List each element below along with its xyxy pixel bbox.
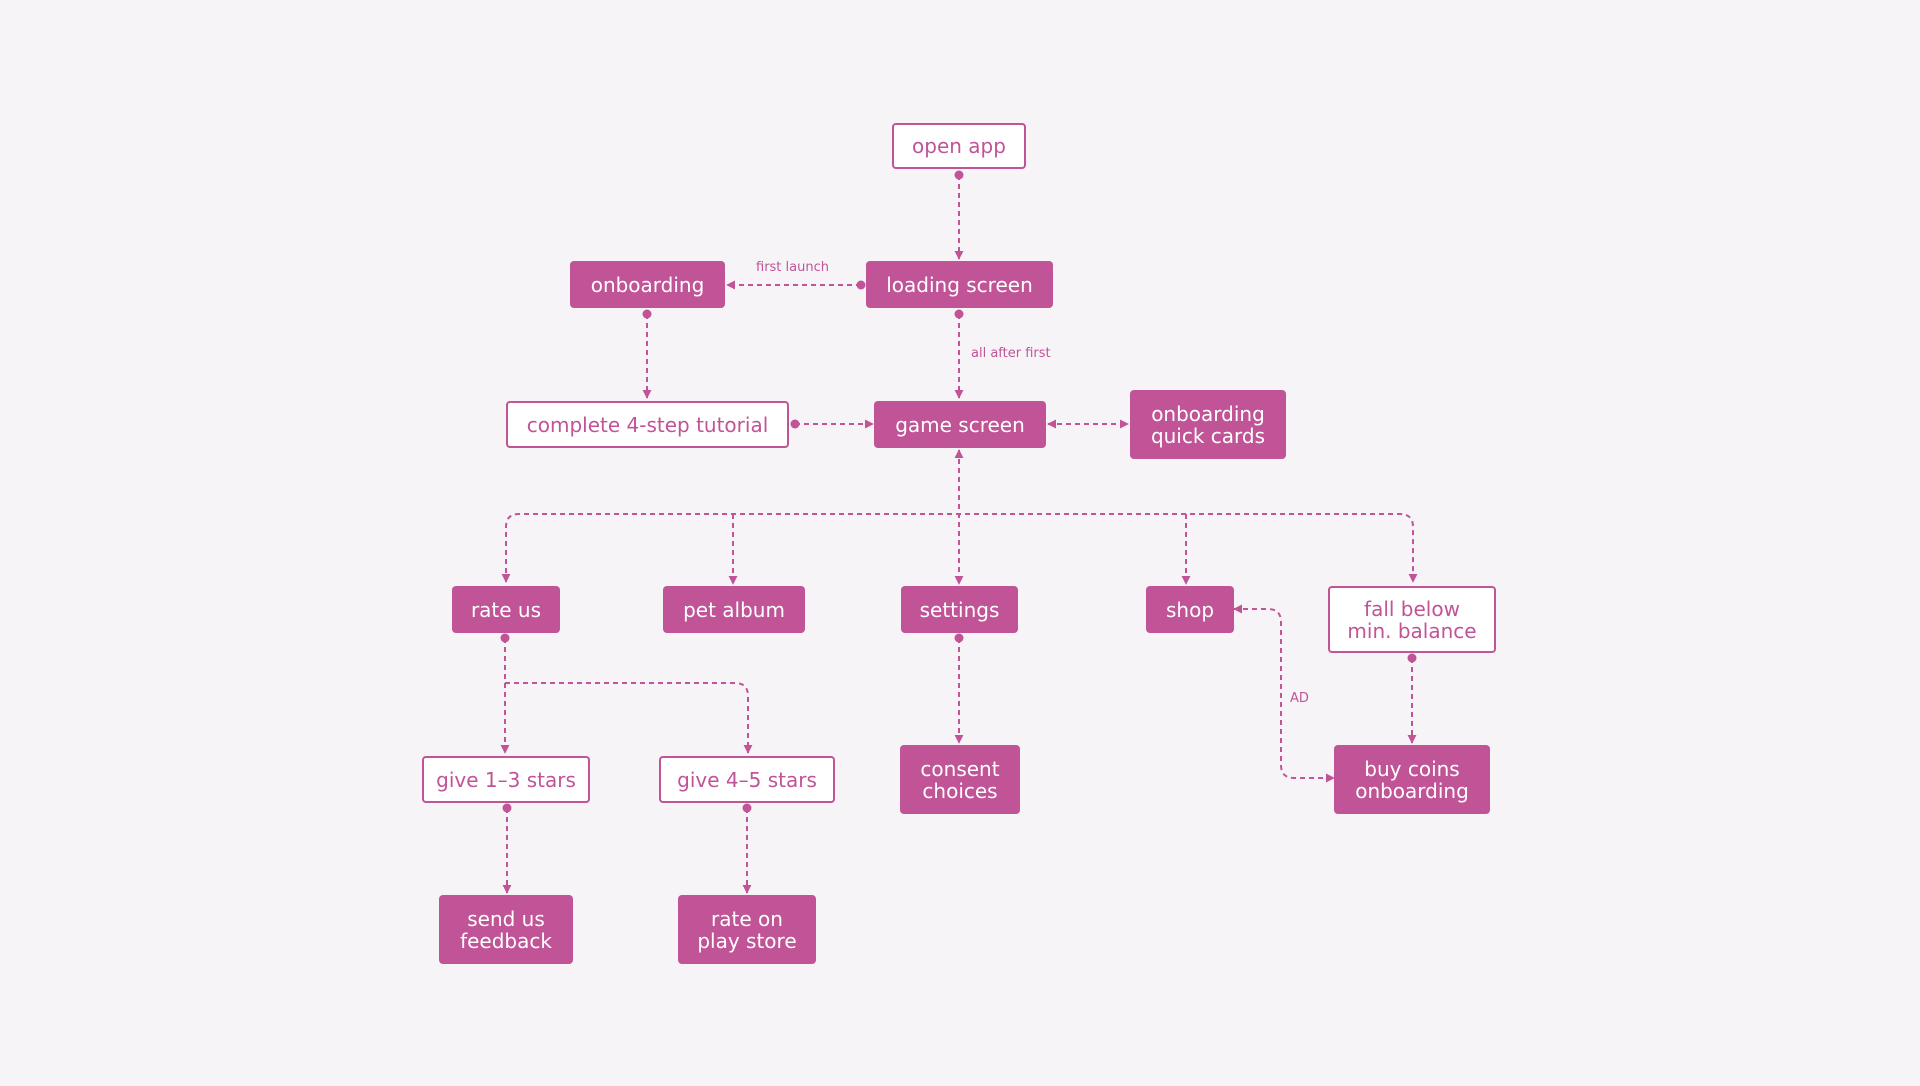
connector-dot bbox=[954, 633, 964, 643]
connector-dot bbox=[642, 309, 652, 319]
node-onboarding[interactable]: onboarding bbox=[570, 261, 725, 308]
node-game-screen[interactable]: game screen bbox=[874, 401, 1046, 448]
node-loading-screen[interactable]: loading screen bbox=[866, 261, 1053, 308]
edge-shop-buycoins bbox=[1233, 604, 1335, 783]
edge-label-first-launch: first launch bbox=[756, 260, 829, 275]
branch-line bbox=[501, 513, 1418, 583]
node-settings-label: settings bbox=[919, 597, 1000, 622]
node-pet-album-label: pet album bbox=[683, 597, 785, 622]
node-buy-coins-onboarding-label: buy coins onboarding bbox=[1355, 756, 1469, 803]
edge-label-all-after-first: all after first bbox=[971, 346, 1051, 361]
node-rate-us[interactable]: rate us bbox=[452, 586, 560, 633]
node-onboarding-label: onboarding bbox=[590, 272, 705, 297]
edge-label-ad: AD bbox=[1290, 691, 1309, 706]
node-rate-on-play-store-label: rate on play store bbox=[697, 906, 797, 953]
node-fall-below-min-balance[interactable]: fall below min. balance bbox=[1328, 586, 1496, 653]
node-give-4-5-stars[interactable]: give 4–5 stars bbox=[659, 756, 835, 803]
connector-dot bbox=[500, 633, 510, 643]
edge-rate-to-4-5 bbox=[505, 682, 753, 754]
node-game-screen-label: game screen bbox=[895, 412, 1025, 437]
node-complete-tutorial[interactable]: complete 4-step tutorial bbox=[506, 401, 789, 448]
node-loading-screen-label: loading screen bbox=[886, 272, 1033, 297]
node-shop[interactable]: shop bbox=[1146, 586, 1234, 633]
node-give-1-3-stars-label: give 1–3 stars bbox=[436, 767, 576, 792]
connector-dot bbox=[954, 170, 964, 180]
node-rate-us-label: rate us bbox=[470, 597, 542, 622]
node-give-4-5-stars-label: give 4–5 stars bbox=[677, 767, 817, 792]
node-open-app[interactable]: open app bbox=[892, 123, 1026, 169]
connector-dot bbox=[790, 419, 800, 429]
node-pet-album[interactable]: pet album bbox=[663, 586, 805, 633]
node-onboarding-quick-cards-label: onboarding quick cards bbox=[1150, 401, 1266, 448]
node-send-us-feedback-label: send us feedback bbox=[460, 906, 552, 953]
connector-dot bbox=[954, 309, 964, 319]
node-buy-coins-onboarding[interactable]: buy coins onboarding bbox=[1334, 745, 1490, 814]
node-send-us-feedback[interactable]: send us feedback bbox=[439, 895, 573, 964]
node-consent-choices-label: consent choices bbox=[920, 756, 1000, 803]
connector-dot bbox=[1407, 653, 1417, 663]
connector-dot bbox=[502, 803, 512, 813]
node-consent-choices[interactable]: consent choices bbox=[900, 745, 1020, 814]
node-fall-below-min-balance-label: fall below min. balance bbox=[1347, 596, 1477, 643]
node-settings[interactable]: settings bbox=[901, 586, 1018, 633]
node-onboarding-quick-cards[interactable]: onboarding quick cards bbox=[1130, 390, 1286, 459]
connector-dot bbox=[856, 280, 866, 290]
node-complete-tutorial-label: complete 4-step tutorial bbox=[526, 412, 769, 437]
node-give-1-3-stars[interactable]: give 1–3 stars bbox=[422, 756, 590, 803]
node-open-app-label: open app bbox=[912, 134, 1006, 158]
connector-dot bbox=[742, 803, 752, 813]
node-shop-label: shop bbox=[1165, 597, 1215, 622]
node-rate-on-play-store[interactable]: rate on play store bbox=[678, 895, 816, 964]
